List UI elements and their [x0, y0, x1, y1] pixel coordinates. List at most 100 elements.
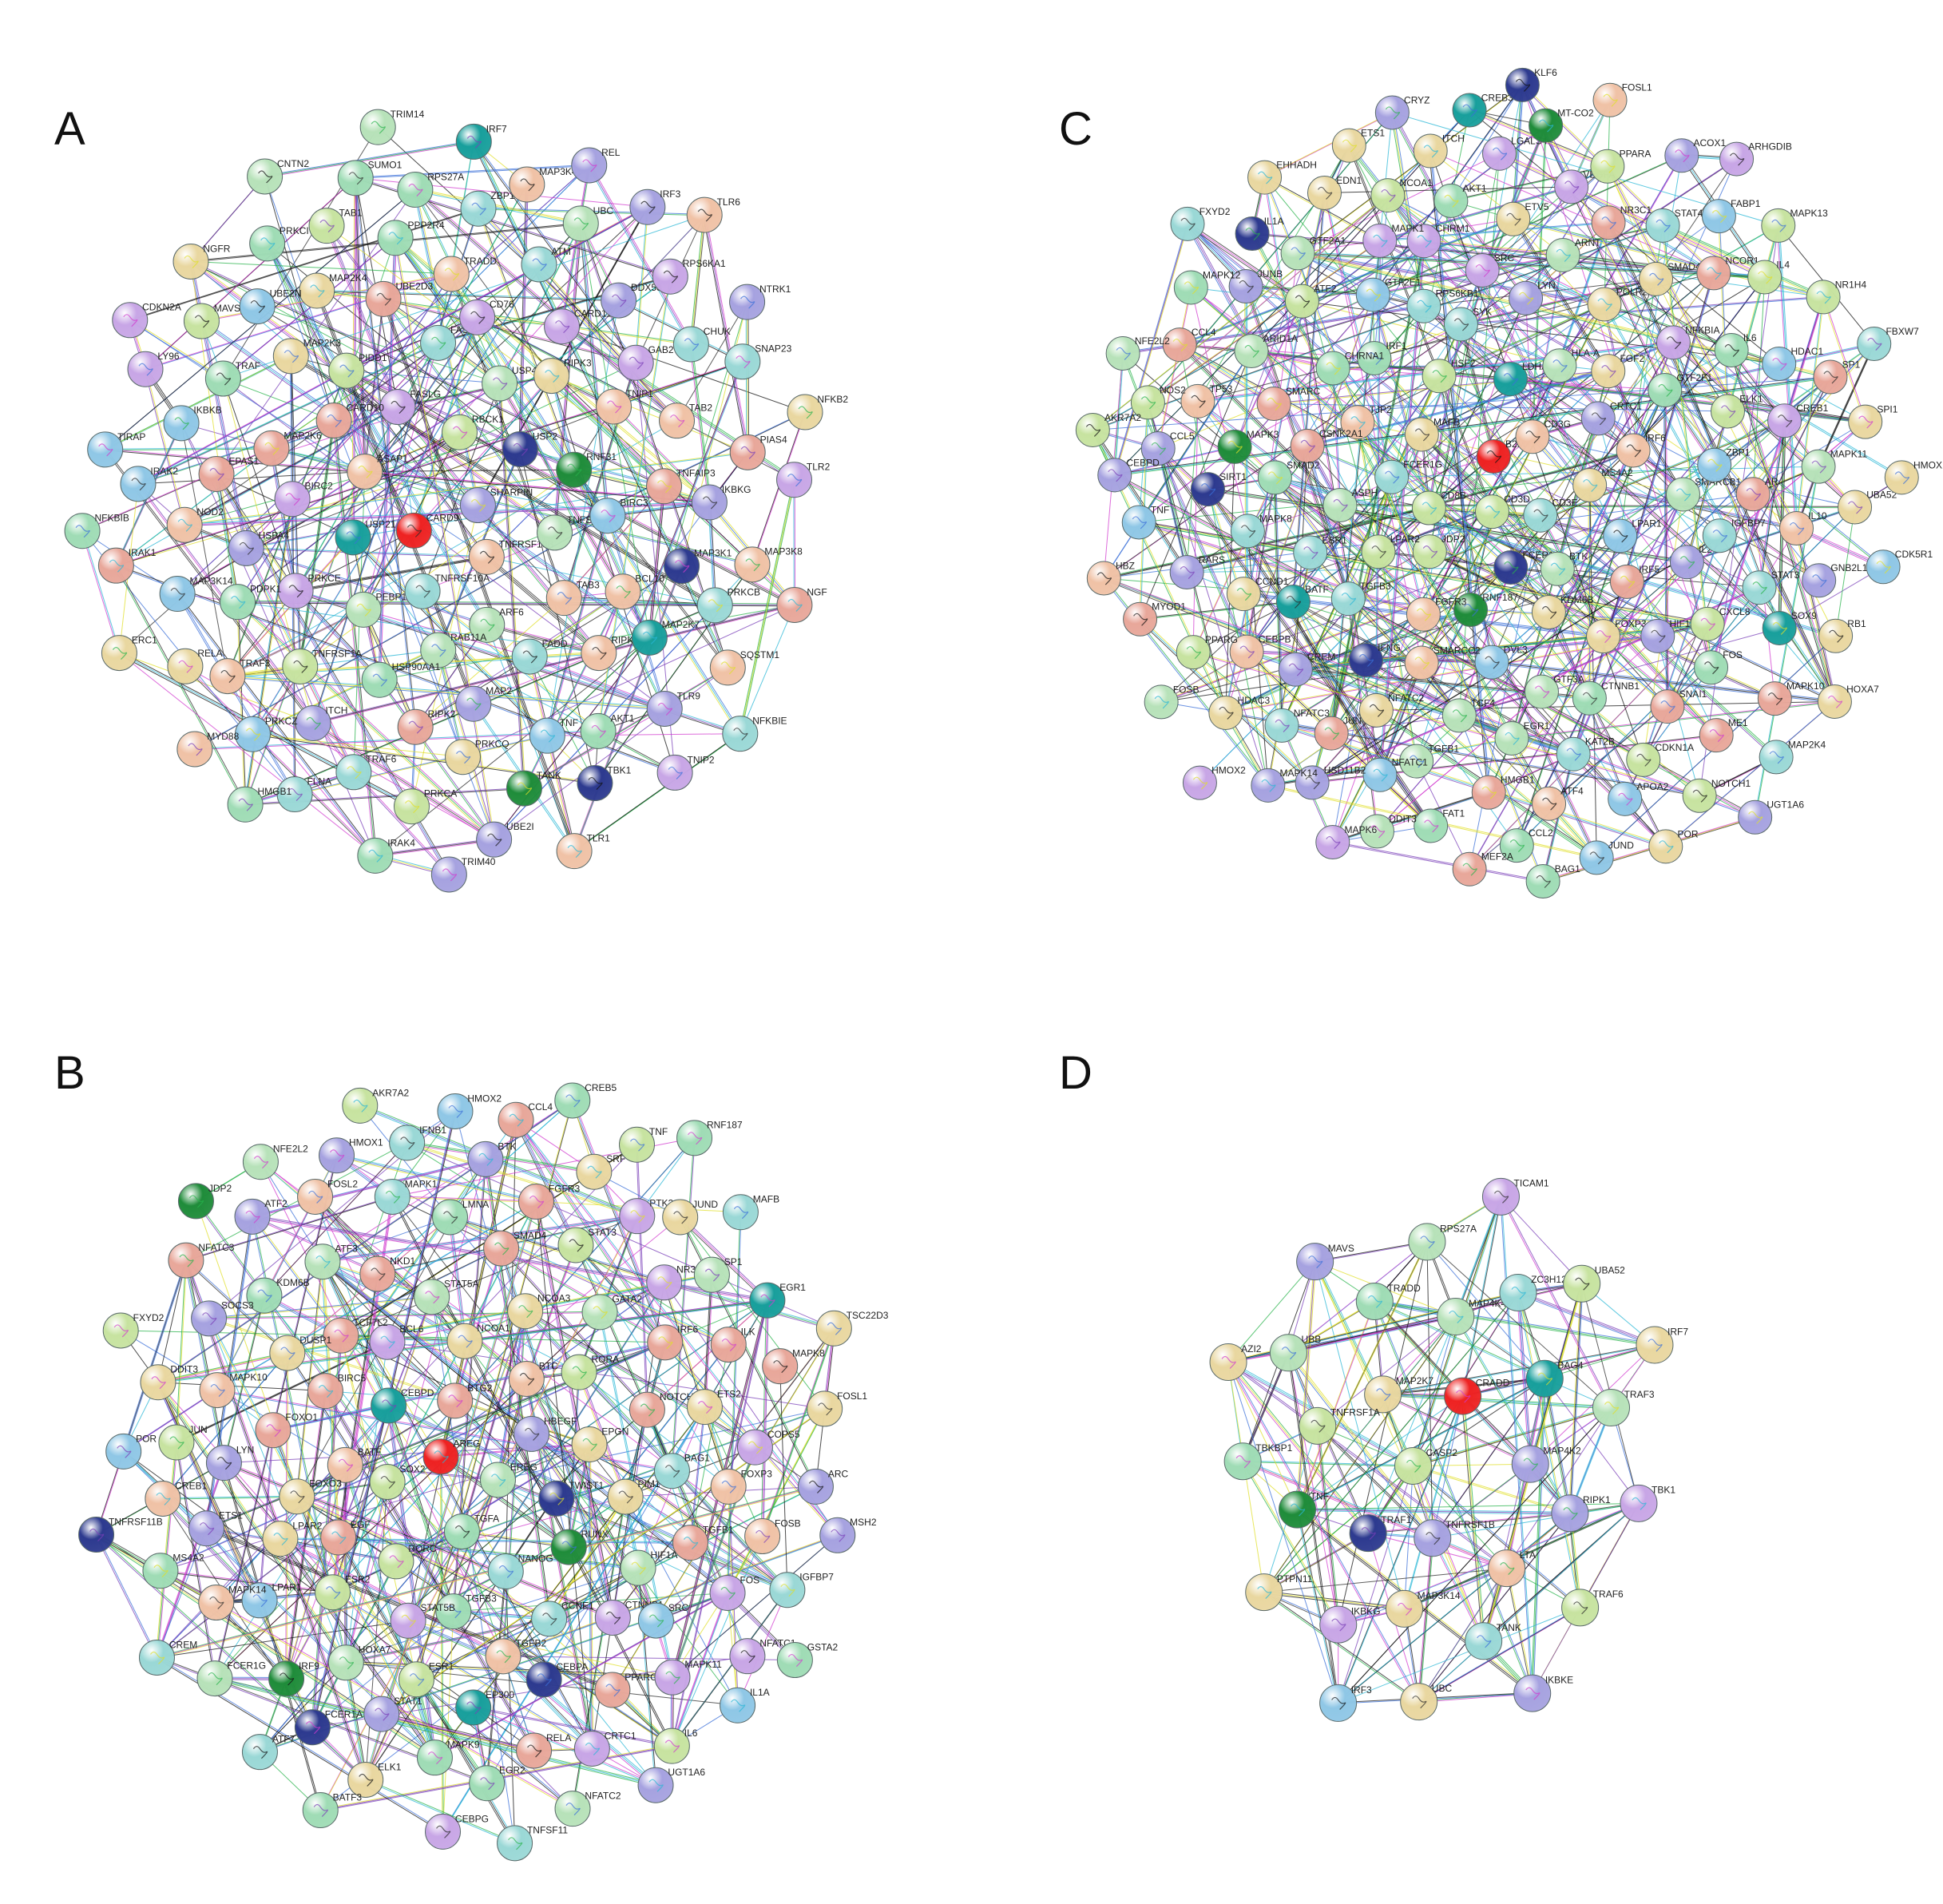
protein-node[interactable]: ACOX1: [1664, 137, 1727, 173]
protein-node[interactable]: TIRAP: [87, 431, 146, 468]
protein-node[interactable]: CD3D: [1474, 494, 1530, 530]
protein-node[interactable]: RIPK1: [1551, 1494, 1611, 1533]
protein-node[interactable]: STAT3: [1742, 569, 1800, 605]
protein-node[interactable]: TNFRSF1A: [282, 648, 362, 684]
protein-node[interactable]: KAT2B: [1556, 736, 1615, 772]
protein-node[interactable]: RARS: [1169, 554, 1225, 590]
protein-node[interactable]: MAP2K6: [253, 430, 322, 466]
protein-node[interactable]: NFKBIA: [1656, 324, 1719, 360]
protein-node[interactable]: GATA2: [581, 1294, 642, 1331]
protein-node[interactable]: CTNNB1: [1572, 680, 1640, 716]
protein-node[interactable]: TGFB1: [672, 1525, 734, 1561]
protein-node[interactable]: DVL3: [1474, 645, 1528, 680]
protein-node[interactable]: IL1A: [1235, 216, 1283, 252]
protein-node[interactable]: SMAD2: [1257, 459, 1320, 495]
protein-node[interactable]: REL: [571, 147, 621, 184]
protein-node[interactable]: IFNG: [1348, 642, 1401, 678]
protein-node[interactable]: NCOR1: [1696, 255, 1759, 291]
protein-node[interactable]: DDIT3: [140, 1364, 198, 1401]
protein-node[interactable]: JDP2: [1412, 534, 1465, 569]
protein-node[interactable]: HOXA7: [327, 1644, 391, 1681]
protein-node[interactable]: SOCS3: [191, 1300, 254, 1337]
protein-node[interactable]: ATF3: [304, 1244, 358, 1280]
protein-node[interactable]: CNTN2: [247, 158, 310, 195]
protein-node[interactable]: TLR9: [646, 690, 700, 727]
protein-node[interactable]: ITCH: [1413, 133, 1465, 169]
protein-node[interactable]: FAS: [420, 324, 469, 361]
protein-node[interactable]: FABP1: [1701, 198, 1761, 234]
protein-node[interactable]: UBE2N: [239, 288, 302, 325]
protein-node[interactable]: MAP2K4: [299, 272, 367, 309]
protein-node[interactable]: BATF3: [302, 1791, 362, 1829]
protein-node[interactable]: PIM1: [607, 1478, 660, 1515]
protein-node[interactable]: FGFR3: [1406, 597, 1467, 632]
protein-node[interactable]: NANOG: [487, 1553, 553, 1590]
protein-node[interactable]: EGR2: [469, 1765, 525, 1802]
protein-node[interactable]: ILK: [710, 1326, 755, 1363]
protein-node[interactable]: TLR2: [776, 462, 831, 498]
protein-node[interactable]: IRF3: [1319, 1684, 1372, 1722]
protein-node[interactable]: TNF: [1279, 1490, 1329, 1529]
protein-node[interactable]: MAPK8: [1230, 513, 1292, 549]
protein-node[interactable]: SHARPIN: [459, 486, 533, 524]
protein-node[interactable]: LPAR2: [262, 1521, 323, 1557]
protein-node[interactable]: MAPK11: [1801, 449, 1868, 484]
protein-node[interactable]: MAP3K8: [734, 546, 803, 583]
protein-node[interactable]: BIRC5: [307, 1373, 366, 1410]
protein-node[interactable]: MAPK14: [198, 1584, 267, 1621]
protein-node[interactable]: JUN: [1314, 716, 1362, 751]
protein-node[interactable]: TJP2: [1340, 404, 1392, 440]
protein-node[interactable]: IRF7: [455, 123, 507, 160]
protein-node[interactable]: UBE2I: [476, 821, 534, 858]
protein-node[interactable]: FOS: [1694, 649, 1743, 685]
protein-node[interactable]: MT-CO2: [1529, 108, 1594, 143]
protein-node[interactable]: SOX9: [1762, 610, 1817, 645]
protein-node[interactable]: NR3C1: [1591, 204, 1652, 240]
protein-node[interactable]: CHRNA1: [1315, 350, 1384, 386]
protein-node[interactable]: SIRT1: [1190, 471, 1247, 507]
protein-node[interactable]: TNFRSF11B: [78, 1516, 163, 1553]
protein-node[interactable]: MAPK12: [1173, 269, 1241, 305]
protein-node[interactable]: CEBPB: [1229, 634, 1291, 669]
protein-node[interactable]: TNIP1: [596, 388, 654, 425]
protein-node[interactable]: BIRC2: [274, 481, 333, 518]
protein-node[interactable]: IRAK1: [97, 547, 157, 584]
protein-node[interactable]: USP21: [335, 519, 396, 556]
protein-node[interactable]: RNF187: [676, 1120, 743, 1156]
protein-node[interactable]: FBXW7: [1857, 326, 1919, 362]
protein-node[interactable]: TNFRSF1A: [1299, 1407, 1380, 1445]
protein-node[interactable]: CRADD: [1444, 1377, 1510, 1415]
protein-node[interactable]: CCL2: [1499, 827, 1553, 863]
protein-node[interactable]: PPARG: [1176, 634, 1238, 670]
protein-node[interactable]: FGFR3: [517, 1183, 581, 1220]
protein-node[interactable]: POR: [105, 1433, 157, 1470]
protein-node[interactable]: CD3G: [1515, 418, 1571, 454]
protein-node[interactable]: ETS1: [1331, 128, 1385, 163]
protein-node[interactable]: GSTA2: [776, 1641, 839, 1679]
protein-node[interactable]: POR: [1648, 828, 1699, 864]
protein-node[interactable]: NFKBIB: [64, 513, 129, 549]
protein-node[interactable]: NFATC3: [1264, 708, 1330, 743]
protein-node[interactable]: MEF2A: [1452, 851, 1513, 887]
protein-node[interactable]: TNFAIP3: [646, 468, 716, 505]
protein-node[interactable]: TGFA: [443, 1513, 499, 1550]
protein-node[interactable]: EGR1: [1494, 720, 1550, 756]
protein-node[interactable]: FOXP3: [1586, 618, 1647, 654]
protein-node[interactable]: ETS1: [188, 1510, 244, 1547]
protein-node[interactable]: MAVS: [183, 303, 240, 339]
protein-node[interactable]: MAP2K4: [1759, 739, 1826, 775]
protein-node[interactable]: MAP3K14: [1385, 1590, 1461, 1628]
protein-node[interactable]: BTG2: [437, 1382, 493, 1419]
protein-node[interactable]: MAPK1: [374, 1178, 438, 1215]
protein-node[interactable]: AREG: [422, 1438, 480, 1475]
protein-node[interactable]: AKT1: [580, 712, 635, 749]
protein-node[interactable]: LTA: [1488, 1549, 1536, 1588]
protein-node[interactable]: CREB3: [1452, 92, 1513, 128]
protein-node[interactable]: USP4: [482, 365, 537, 402]
protein-node[interactable]: CD8B: [1411, 490, 1466, 526]
protein-node[interactable]: RB1: [1818, 618, 1866, 653]
protein-node[interactable]: LPAR1: [1603, 518, 1662, 553]
protein-node[interactable]: SRC: [1465, 252, 1515, 288]
protein-node[interactable]: IL6: [653, 1727, 698, 1764]
protein-node[interactable]: PRKCZ: [234, 716, 298, 752]
